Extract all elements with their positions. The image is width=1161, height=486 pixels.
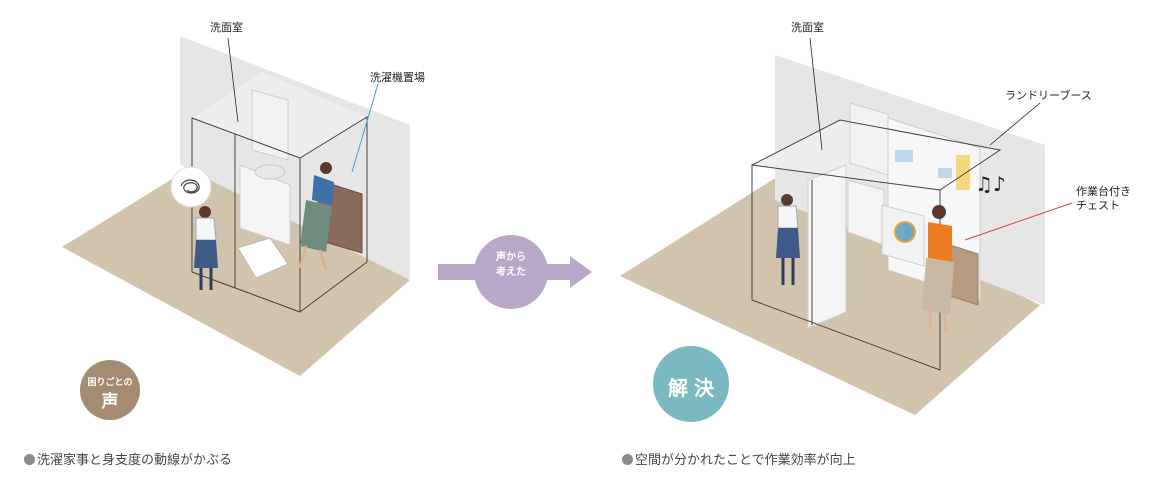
left-child-head <box>199 206 211 218</box>
left-child-skirt <box>194 240 218 268</box>
right-child-head <box>781 194 793 206</box>
right-child-skirt <box>776 228 800 258</box>
solution-badge-big: 解決 <box>668 376 720 400</box>
right-washroom-label: 洗面室 <box>791 21 824 34</box>
left-adult-body <box>312 175 334 205</box>
solution-badge: 解決 <box>653 346 729 422</box>
left-caption-text: 洗濯家事と身支度の動線がかぶる <box>37 453 233 468</box>
right-chest-leader <box>964 202 1073 241</box>
right-adult-shirt <box>928 222 952 262</box>
left-adult-head <box>320 162 332 174</box>
problem-badge-big: 声 <box>101 392 119 412</box>
arrow-label-line2: 考えた <box>496 267 526 278</box>
left-child-shirt <box>195 217 217 241</box>
arrow-label-line1: 声から <box>496 252 526 263</box>
right-chest-label-line2: チェスト <box>1076 199 1120 212</box>
left-floor <box>62 163 410 376</box>
left-sink <box>254 164 286 180</box>
right-washroom-leader <box>809 37 823 151</box>
right-booth-leader <box>989 102 1041 146</box>
left-washroom-label: 洗面室 <box>210 21 243 34</box>
transition-arrow <box>438 235 592 309</box>
left-room-illustration <box>62 36 410 376</box>
tangled-scribble-icon <box>180 179 200 194</box>
work-chest <box>949 244 979 306</box>
left-laundry-space-label: 洗濯機置場 <box>370 71 425 84</box>
left-laundry-basket <box>237 237 289 279</box>
left-glass-frame-right <box>299 116 368 313</box>
right-adult-skirt <box>922 258 954 314</box>
left-caption: 洗濯家事と身支度の動線がかぶる <box>24 449 232 468</box>
right-chest-label-line1: 作業台付き <box>1076 185 1131 198</box>
left-adult-skirt <box>300 200 332 252</box>
bullet-dot-icon <box>24 454 35 465</box>
right-adult-head <box>932 205 946 219</box>
right-partition-wall <box>807 164 847 329</box>
right-laundry-booth-label: ランドリーブース <box>1005 89 1092 102</box>
left-laundry-leader <box>351 83 379 173</box>
problem-badge-small: 困りごとの <box>87 378 133 388</box>
right-glass-frame-top <box>751 119 1002 191</box>
music-notes-icon: ♫♪ <box>975 172 1006 196</box>
left-washroom-leader <box>227 37 239 123</box>
left-vanity-mirror <box>251 89 289 161</box>
right-room-illustration <box>620 37 1073 415</box>
left-frustration-bubble <box>170 166 212 208</box>
problem-badge: 困りごとの 声 <box>80 360 140 420</box>
arrow-circle <box>474 235 548 309</box>
right-glass-frame <box>751 164 941 371</box>
right-caption: 空間が分かれたことで作業効率が向上 <box>622 449 856 468</box>
right-vanity-mirror <box>849 102 889 176</box>
right-child-shirt <box>777 205 799 229</box>
right-caption-text: 空間が分かれたことで作業効率が向上 <box>635 453 856 468</box>
bullet-dot-icon <box>622 454 633 465</box>
arrow-label: 声から 考えた <box>476 250 546 280</box>
